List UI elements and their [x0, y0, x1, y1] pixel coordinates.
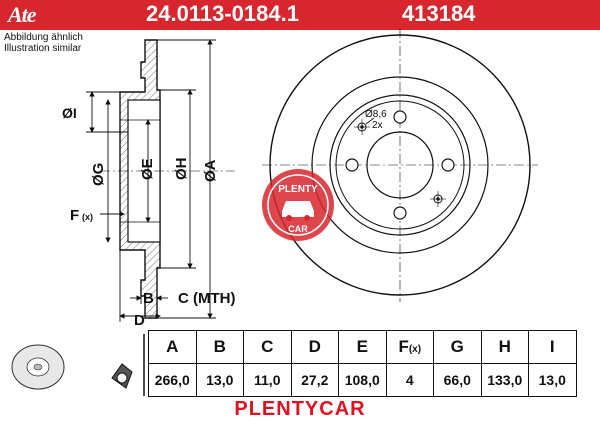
part-number: 24.0113-0184.1	[146, 1, 299, 26]
label-dim-f: F	[70, 207, 79, 224]
label-dim-d: D	[134, 312, 145, 329]
spec-value-a: 266,0	[148, 363, 197, 397]
spec-value-g: 66,0	[433, 363, 482, 397]
spec-header-h: H	[480, 330, 529, 364]
label-dim-a: ØA	[202, 159, 219, 182]
locating-holes	[354, 119, 446, 207]
spec-header-f-suffix: (x)	[408, 344, 422, 355]
spec-value-i: 13,0	[528, 363, 577, 397]
label-dim-b: B	[143, 290, 154, 307]
label-dim-g: ØG	[90, 163, 107, 186]
spec-header-f: F(x)	[385, 330, 434, 364]
label-dim-e: ØE	[139, 158, 156, 180]
dimension-lines	[86, 39, 216, 322]
label-dim-i: ØI	[62, 105, 77, 121]
hole-leader-line	[365, 117, 375, 125]
watermark-bottom-text: CAR	[288, 224, 308, 234]
label-dim-f-sub: (x)	[82, 212, 93, 222]
bolt-hole	[393, 206, 407, 220]
spec-value-f: 4	[385, 363, 434, 397]
disc-cross-section	[100, 39, 235, 319]
disc-pictogram	[11, 334, 145, 396]
spec-value-c: 11,0	[243, 363, 292, 397]
label-dim-h: ØH	[173, 158, 190, 181]
spec-header-c: C	[243, 330, 292, 364]
spec-header-f-letter: F	[398, 337, 409, 356]
spec-table: A B C D E F(x) G H I 266,0 13,0 11,0 27,…	[148, 330, 577, 397]
header-bar: Ate 24.0113-0184.1 413184	[0, 0, 600, 30]
plentycar-watermark: PLENTY CAR	[262, 169, 334, 241]
spec-value-b: 13,0	[195, 363, 244, 397]
technical-drawing: ØI ØG ØE ØH ØA F (x) B C (MTH) D Ø8,6 2x	[62, 28, 538, 329]
spec-header-b: B	[195, 330, 244, 364]
spec-header-row: A B C D E F(x) G H I	[148, 330, 577, 364]
spec-header-i: I	[528, 330, 577, 364]
car-icon	[282, 201, 314, 217]
watermark-top-text: PLENTY	[278, 184, 318, 195]
bolt-hole	[441, 158, 455, 172]
spec-header-d: D	[290, 330, 339, 364]
hole-count-note: 2x	[372, 120, 383, 131]
label-dim-c: C (MTH)	[178, 290, 235, 307]
footer: PLENTYCAR	[0, 398, 600, 425]
spec-header-g: G	[433, 330, 482, 364]
spec-header-e: E	[338, 330, 387, 364]
spec-value-d: 27,2	[290, 363, 339, 397]
bolt-holes	[345, 110, 455, 220]
footer-brand-text: PLENTYCAR	[234, 398, 366, 420]
spec-value-h: 133,0	[480, 363, 529, 397]
note-illustration-de: Abbildung ähnlich	[4, 32, 83, 43]
bolt-hole	[345, 158, 359, 172]
hole-diameter-note: Ø8,6	[365, 109, 387, 120]
spec-header-a: A	[148, 330, 197, 364]
spec-value-e: 108,0	[338, 363, 387, 397]
disc-front-view	[262, 28, 538, 302]
spec-value-row: 266,0 13,0 11,0 27,2 108,0 4 66,0 133,0 …	[148, 363, 577, 397]
article-code: 413184	[402, 1, 476, 26]
note-illustration-en: Illustration similar	[4, 43, 82, 54]
brand-logo: Ate	[8, 2, 37, 27]
bolt-hole	[393, 110, 407, 124]
